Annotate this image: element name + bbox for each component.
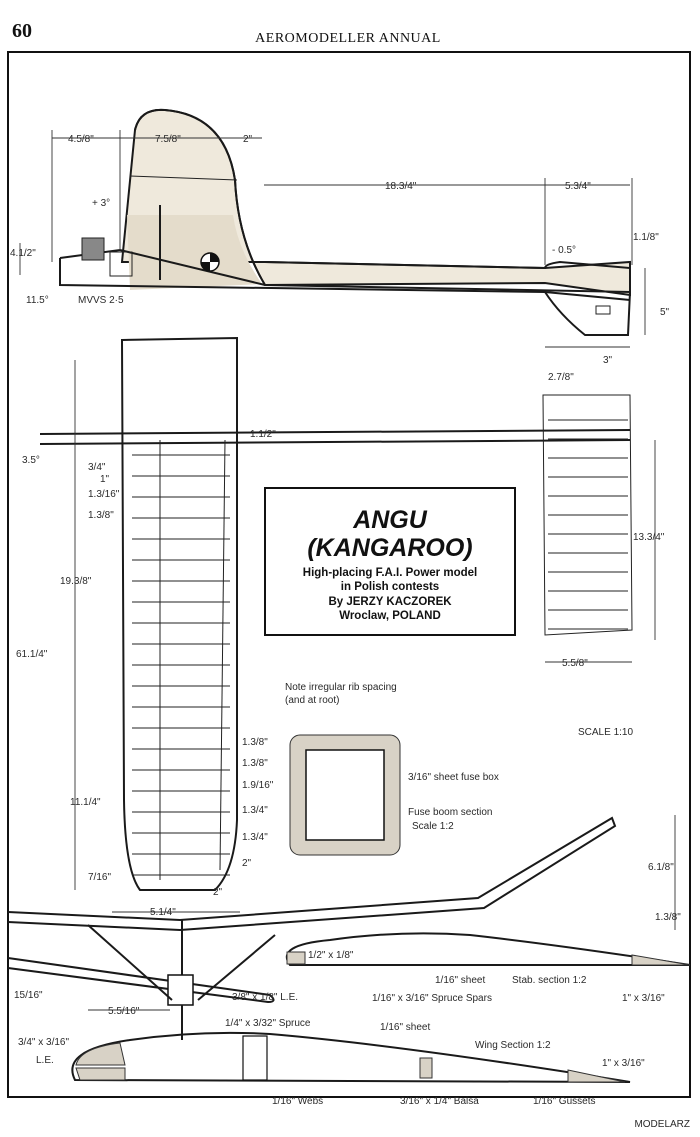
dim-label: 5.5/16"	[108, 1006, 140, 1017]
dim-label: 2.7/8"	[548, 372, 574, 383]
location: Wroclaw, POLAND	[339, 610, 441, 622]
dim-label: 1.3/8"	[655, 912, 681, 923]
dim-label: 2"	[242, 858, 252, 869]
dim-label: 3"	[603, 355, 613, 366]
dim-label: 5.5/8"	[562, 658, 588, 669]
dim-label: 1.3/8"	[88, 510, 114, 521]
dim-label: 18.3/4"	[385, 181, 417, 192]
dim-label: 1.3/16"	[88, 489, 120, 500]
subtitle: High-placing F.A.I. Power model	[303, 567, 477, 579]
part-label: 1/16" Webs	[272, 1096, 323, 1107]
dim-label: 19.3/8"	[60, 576, 92, 587]
dim-label: 2"	[243, 134, 253, 145]
author: By JERZY KACZOREK	[328, 596, 452, 608]
part-label: 1/16" x 3/16" Spruce Spars	[372, 993, 492, 1004]
subtitle: in Polish contests	[341, 581, 439, 593]
title-box: ANGU (KANGAROO) High-placing F.A.I. Powe…	[264, 487, 516, 636]
side-view: 4.5/8" 7.5/8" 2" 18.3/4" 5.3/4" + 3° 4.1…	[10, 108, 670, 383]
dim-label: 7.5/8"	[155, 134, 181, 145]
dim-label: 2"	[213, 887, 223, 898]
dim-label: 3.5°	[22, 455, 40, 466]
plan-view: 3.5° 1.1/2" 3/4" 1" 1.3/16" 1.3/8" 19.3/…	[16, 336, 665, 918]
dim-label: 1.9/16"	[242, 780, 274, 791]
dim-label: 1.3/8"	[242, 737, 268, 748]
model-title-alt: (KANGAROO)	[307, 534, 472, 562]
scale-label: SCALE 1:10	[578, 727, 633, 738]
dim-label: 15/16"	[14, 990, 43, 1001]
stab-section: 1/2" x 1/8" 3/8" x 1/8" L.E. 1/16" sheet…	[232, 932, 691, 1004]
part-label: 1/16" sheet	[435, 975, 485, 986]
dim-label: 13.3/4"	[633, 532, 665, 543]
fuse-boom-section: 3/16" sheet fuse box Fuse boom section S…	[289, 734, 499, 856]
part-label: 1/16" Gussets	[533, 1096, 595, 1107]
dim-label: 1"	[100, 474, 110, 485]
dim-label: 5.1/4"	[150, 907, 176, 918]
dim-label: 7/16"	[88, 872, 111, 883]
dim-label: 6.1/8"	[648, 862, 674, 873]
dim-label: 1.1/8"	[633, 232, 659, 243]
front-view: 6.1/8" 1.3/8" 15/16" 5.5/16"	[7, 815, 681, 1040]
dim-label: + 3°	[92, 198, 110, 209]
dim-label: 11.1/4"	[70, 797, 101, 808]
dim-label: 1.1/2"	[250, 429, 276, 440]
part-label: 1/4" x 3/32" Spruce	[225, 1018, 311, 1029]
part-label: L.E.	[36, 1055, 54, 1066]
dim-label: 4.5/8"	[68, 134, 94, 145]
dim-label: 61.1/4"	[16, 649, 48, 660]
model-title: ANGU	[352, 506, 428, 534]
part-label: Stab. section 1:2	[512, 975, 587, 986]
dim-label: 1.3/4"	[242, 805, 268, 816]
dim-label: 1.3/8"	[242, 758, 268, 769]
dim-label: 5.3/4"	[565, 181, 591, 192]
part-label: 3/4" x 3/16"	[18, 1037, 69, 1048]
page-number: 60	[12, 20, 32, 42]
dim-label: 3/4"	[88, 462, 106, 473]
dim-label: 5"	[660, 307, 670, 318]
wing-section: 1/4" x 3/32" Spruce 1/16" sheet 3/4" x 3…	[18, 1018, 645, 1107]
credit: MODELARZ	[634, 1119, 690, 1130]
plan-frame	[7, 51, 691, 1098]
part-label: 1/2" x 1/8"	[308, 950, 354, 961]
rib-note: (and at root)	[285, 695, 339, 706]
rib-note: Note irregular rib spacing	[285, 682, 397, 693]
dim-label: 11.5°	[26, 295, 49, 306]
part-label: Wing Section 1:2	[475, 1040, 551, 1051]
part-label: 1" x 3/16"	[602, 1058, 645, 1069]
engine-label: MVVS 2·5	[78, 295, 124, 306]
section-label: 3/16" sheet fuse box	[408, 772, 499, 783]
part-label: 1/16" sheet	[380, 1022, 430, 1033]
part-label: 3/8" x 1/8" L.E.	[232, 992, 298, 1003]
section-caption: Scale 1:2	[412, 821, 454, 832]
dim-label: - 0.5°	[552, 245, 576, 256]
part-label: 1" x 3/16"	[622, 993, 665, 1004]
part-label: 3/16" x 1/4" Balsa	[400, 1096, 479, 1107]
section-caption: Fuse boom section	[408, 807, 493, 818]
dim-label: 4.1/2"	[10, 248, 36, 259]
dim-label: 1.3/4"	[242, 832, 268, 843]
running-title: AEROMODELLER ANNUAL	[255, 31, 441, 46]
